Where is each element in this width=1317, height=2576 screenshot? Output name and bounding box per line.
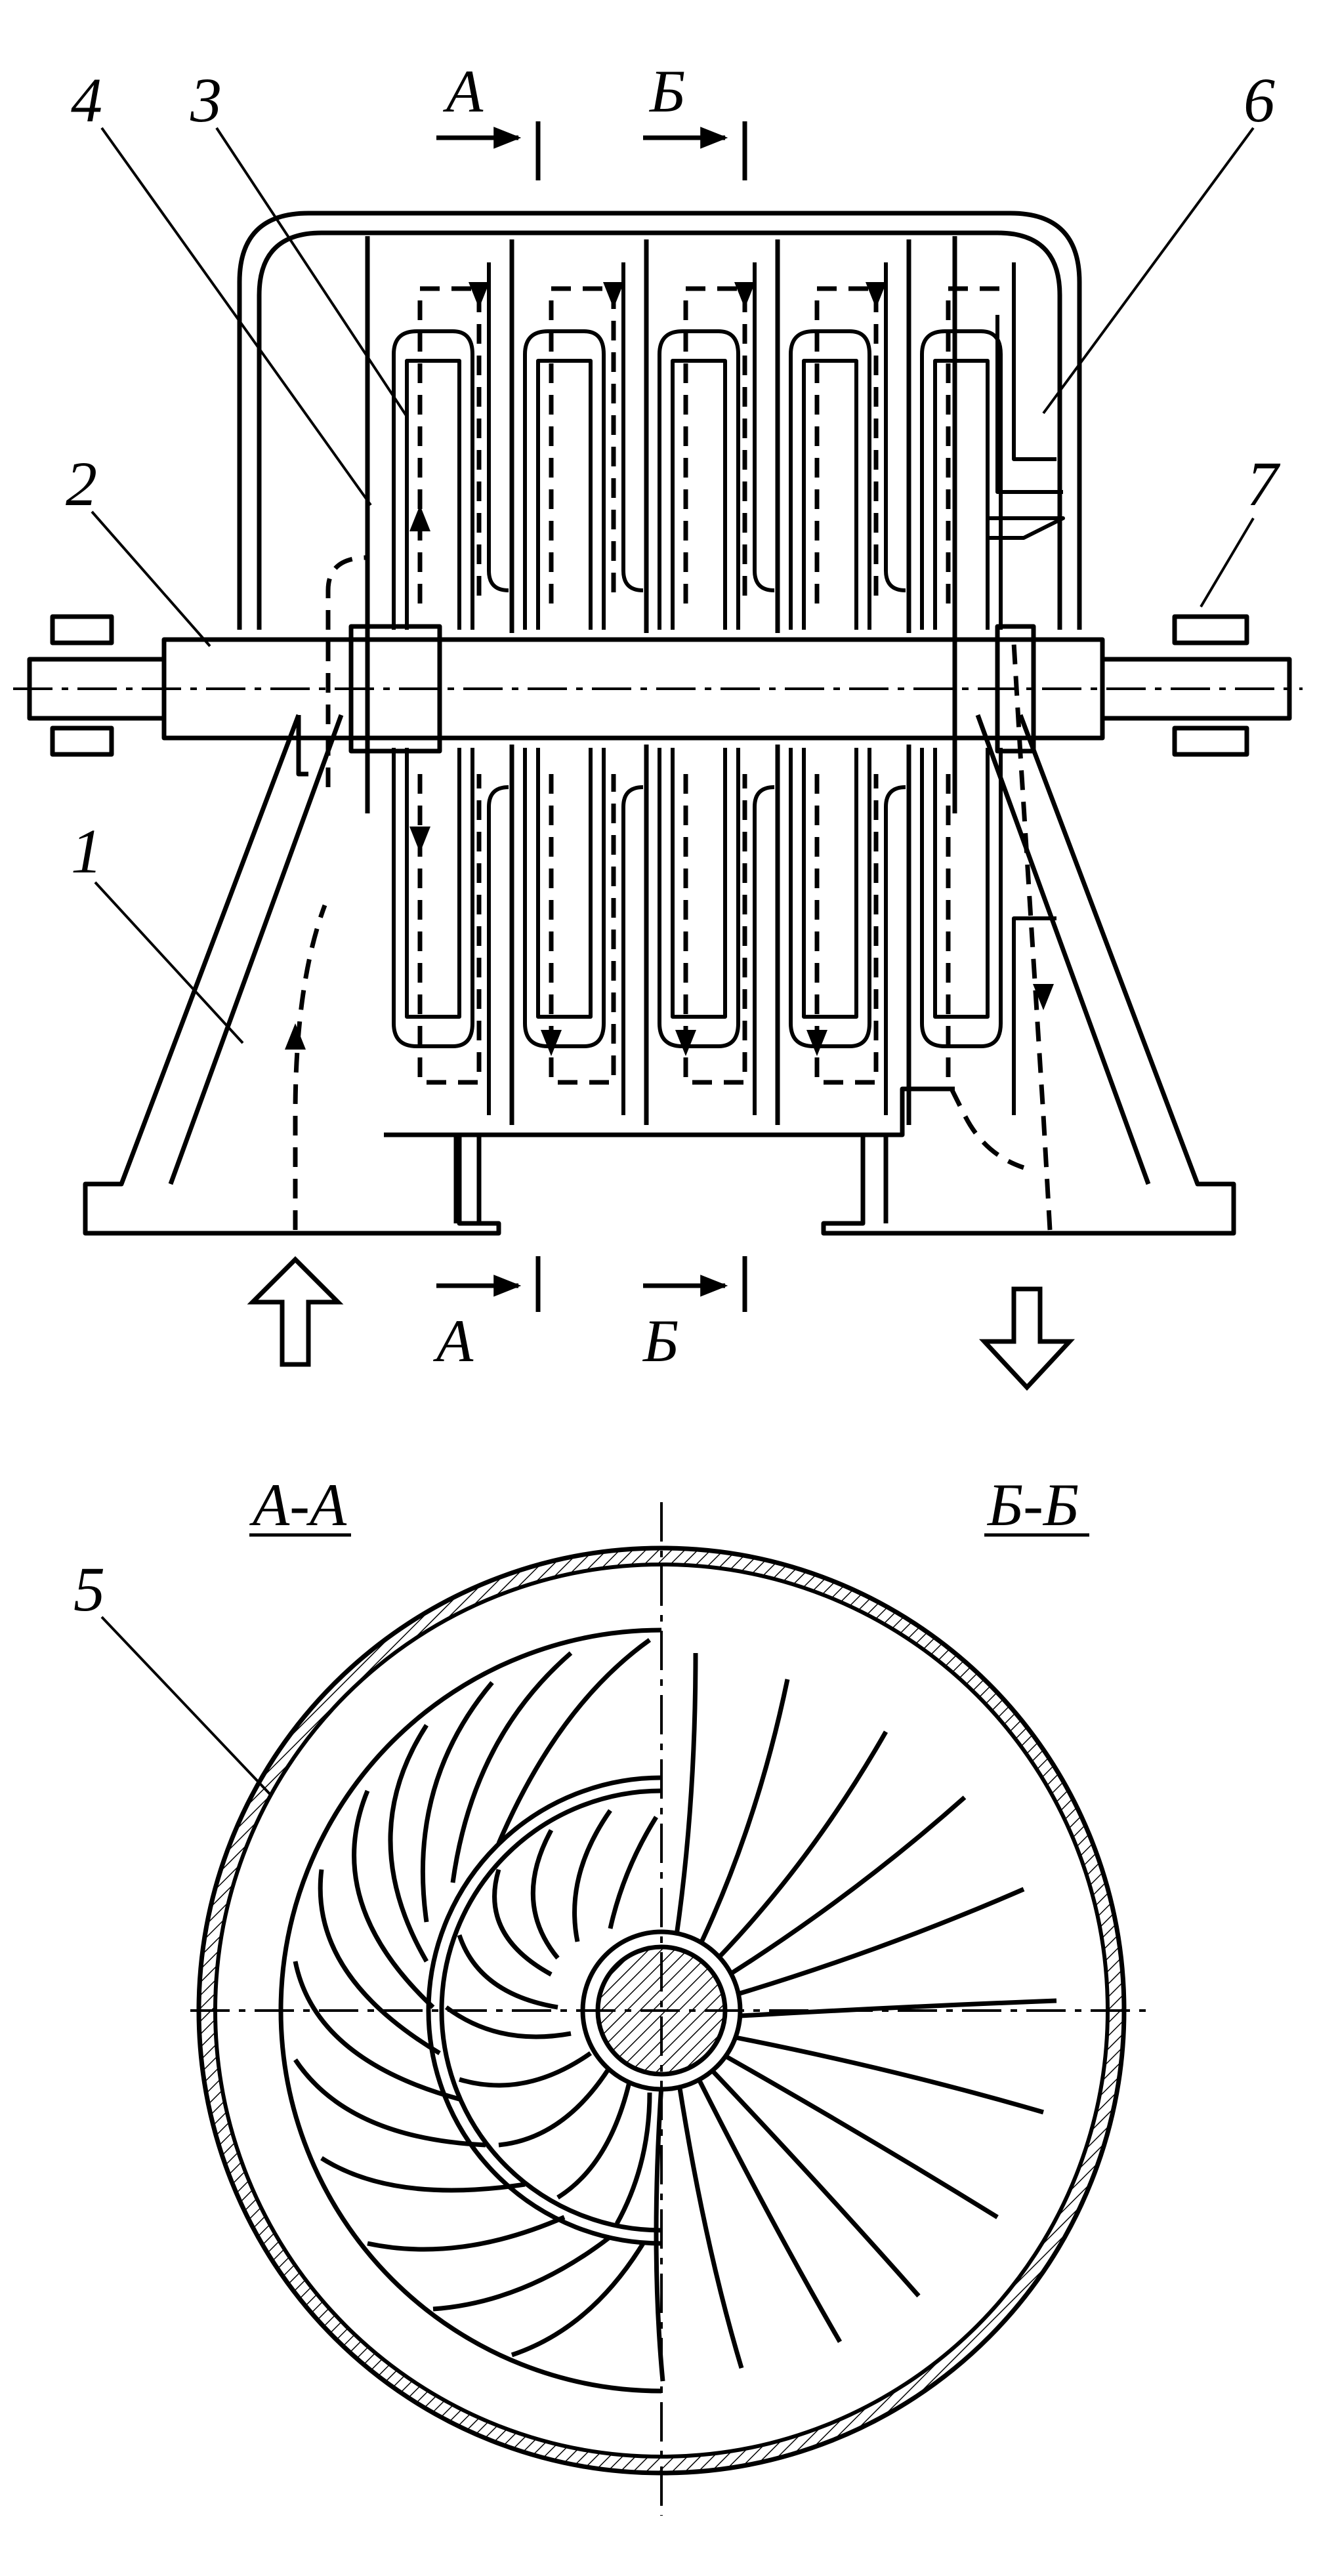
cross-section [190,1502,1152,2516]
section-cut-marks [436,121,747,1312]
cut-label-a-bottom: А [432,1307,474,1374]
label-4: 4 [71,65,102,135]
flow-outlet [1011,642,1053,1231]
left-support-web [296,715,308,777]
leader-7 [1200,517,1255,608]
label-5: 5 [73,1554,105,1624]
flow-stage-bottom-3 [683,774,747,1085]
label-2: 2 [66,449,97,519]
base-frame [384,1086,955,1137]
impeller-blades-bb [654,1652,1057,2382]
volute [988,315,1065,540]
cut-label-b-bottom: Б [642,1307,679,1374]
bearing-right-bottom [1172,726,1249,757]
flow-stage-top-1 [417,286,482,603]
bearing-left-bottom [50,726,114,757]
flow-stage-top-4 [814,286,879,603]
labels: 4 3 6 2 7 1 5 А Б А Б А-А Б-Б [66,58,1281,1624]
leader-3 [215,127,408,418]
return-channels-top [487,262,1056,592]
gas-flow-path [293,286,1053,1231]
label-7: 7 [1247,449,1281,519]
flow-stage-bottom-4 [814,774,879,1085]
left-support-inner [168,714,344,1185]
casing-outer [237,211,1082,630]
longitudinal-section [27,211,1292,1236]
diaphragms [509,239,911,1125]
leader-2 [91,510,211,647]
leader-6 [1042,127,1255,415]
casing-inner [257,230,1062,630]
flow-inlet [293,904,327,1230]
bearing-left-top [50,614,114,645]
flow-arrows [285,282,1054,1056]
leader-lines [91,127,1255,1877]
right-support [821,714,1236,1236]
outlet-arrow [978,1286,1076,1391]
label-3: 3 [190,65,222,135]
leader-4 [100,127,372,506]
cut-label-a-top: А [442,58,484,125]
inlet-arrow [247,1256,344,1367]
flow-stage-top-5 [946,286,1011,603]
label-1: 1 [71,816,102,886]
return-channels-bottom [487,785,1056,1115]
bearing-right-top [1172,614,1249,645]
flow-stage-bottom-1 [417,774,482,1085]
section-title-aa: А-А [249,1471,347,1538]
flow-stage-bottom-5 [946,774,1025,1170]
mid-feet [453,1135,888,1223]
return-vanes-aa [278,1627,662,2394]
flow-stage-top-2 [549,286,616,603]
section-title-bb: Б-Б [986,1471,1079,1538]
cut-label-b-top: Б [648,58,685,125]
impellers-bottom [392,748,1003,1048]
impellers-top [392,329,1003,630]
label-6: 6 [1244,65,1275,135]
flow-stage-top-3 [683,286,747,603]
right-support-inner [975,714,1151,1185]
flow-inlet-up [325,555,368,787]
leader-1 [94,881,244,1044]
left-support [83,714,501,1236]
